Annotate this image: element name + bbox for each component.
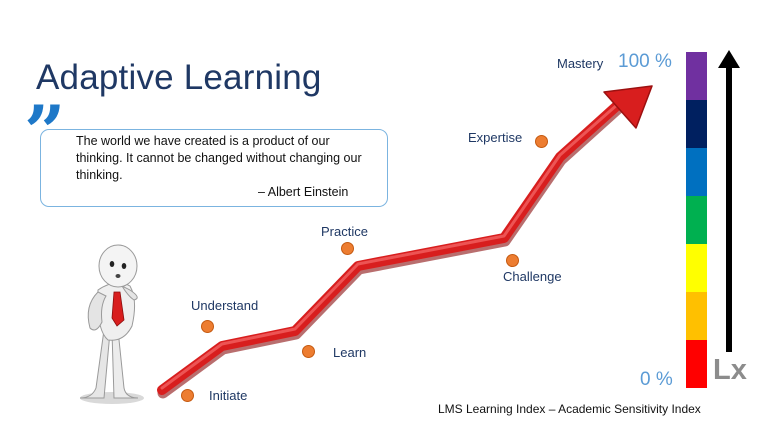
scale-segment bbox=[686, 244, 707, 292]
step-label-practice: Practice bbox=[321, 224, 368, 239]
scale-segment bbox=[686, 292, 707, 340]
step-label-expertise: Expertise bbox=[468, 130, 523, 145]
scale-segment bbox=[686, 196, 707, 244]
step-label-challenge: Challenge bbox=[503, 269, 562, 284]
step-label-learn: Learn bbox=[333, 345, 367, 360]
progress-arrow-body bbox=[157, 98, 625, 395]
quote-text: The world we have created is a product o… bbox=[76, 134, 362, 182]
step-dot-understand bbox=[201, 320, 214, 333]
step-dot-practice bbox=[341, 242, 354, 255]
step-dot-initiate bbox=[181, 389, 194, 402]
step-dot-expertise bbox=[535, 135, 548, 148]
progress-arrow-head bbox=[603, 85, 653, 129]
step-label-initiate: Initiate bbox=[209, 388, 248, 403]
lx-symbol: Lx bbox=[713, 354, 747, 386]
color-scale-bar bbox=[686, 52, 707, 388]
progress-arrow-shadow bbox=[157, 100, 627, 399]
step-label-understand: Understand bbox=[191, 298, 259, 313]
scale-segment bbox=[686, 148, 707, 196]
progress-arrow-highlight bbox=[160, 102, 620, 390]
quote-author: – Albert Einstein bbox=[258, 185, 349, 199]
quote-mark-icon: ” bbox=[24, 89, 66, 174]
quote-box bbox=[40, 129, 388, 207]
step-label-mastery: Mastery bbox=[557, 56, 604, 71]
scale-segment bbox=[686, 100, 707, 148]
step-dot-challenge bbox=[506, 254, 519, 267]
scale-segment bbox=[686, 340, 707, 388]
step-dot-learn bbox=[302, 345, 315, 358]
scale-segment bbox=[686, 52, 707, 100]
scale-bottom-label: 0 % bbox=[640, 369, 673, 390]
footer-caption: LMS Learning Index – Academic Sensitivit… bbox=[438, 402, 701, 416]
scale-top-label: 100 % bbox=[618, 51, 672, 72]
page-title: Adaptive Learning bbox=[36, 58, 322, 97]
up-arrow-icon bbox=[718, 50, 740, 352]
thinking-figure-icon bbox=[79, 244, 144, 404]
